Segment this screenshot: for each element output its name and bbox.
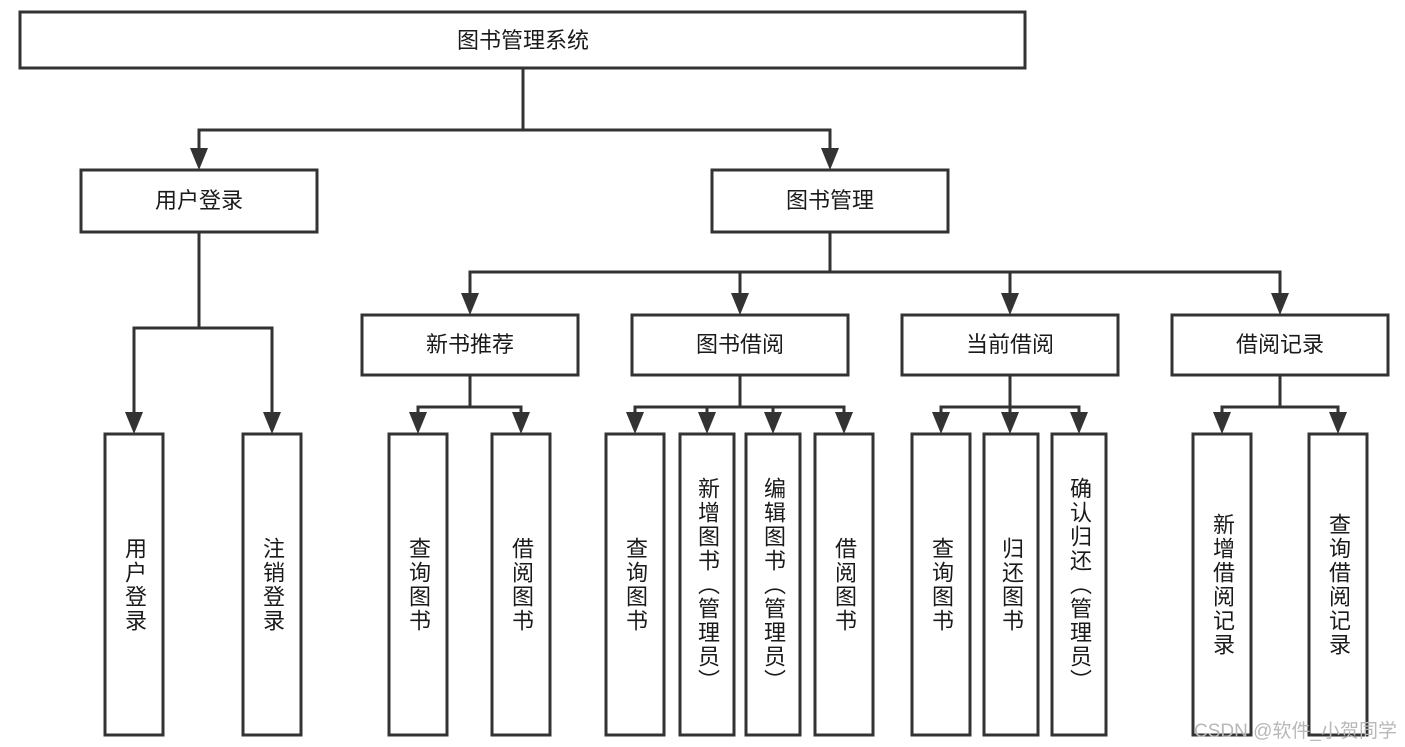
arrow-head-leaf-query-record	[1329, 412, 1347, 434]
leaf-confirm-return-label: 确认归还（管理员）	[1067, 476, 1092, 693]
node-user-login-box[interactable]	[79, 168, 319, 234]
node-current-borrow[interactable]: 当前借阅	[900, 313, 1120, 377]
leaf-borrow-book-2-box[interactable]	[813, 432, 875, 737]
leaf-add-record-box[interactable]	[1191, 432, 1253, 737]
node-user-login-label: 用户登录	[155, 188, 243, 213]
node-borrow-record-label: 借阅记录	[1236, 332, 1324, 357]
node-title-box[interactable]	[18, 10, 1027, 70]
node-new-book-recommend[interactable]: 新书推荐	[360, 313, 580, 377]
leaf-edit-book-label: 编辑图书（管理员）	[761, 476, 786, 693]
arrow-head-leaf-user-login	[125, 412, 143, 434]
leaf-add-book-box[interactable]	[678, 432, 736, 737]
node-new-book-recommend-label: 新书推荐	[426, 332, 514, 357]
node-book-management-box[interactable]	[710, 168, 950, 234]
leaf-user-login-box[interactable]	[103, 432, 165, 737]
node-borrow-record-box[interactable]	[1170, 313, 1390, 377]
arrow-head-user-login	[190, 148, 208, 170]
leaf-query-record-label: 查询借阅记录	[1326, 512, 1351, 657]
arrow-head-current-borrow	[1001, 293, 1019, 315]
leaf-query-book-1-box[interactable]	[387, 432, 449, 737]
leaf-user-login-label: 用户登录	[122, 536, 147, 633]
leaf-box-group	[103, 432, 1369, 737]
node-book-borrow[interactable]: 图书借阅	[630, 313, 850, 377]
leaf-edit-book-box[interactable]	[744, 432, 802, 737]
arrow-head-borrow-record	[1271, 293, 1289, 315]
arrow-head-leaf-logout	[263, 412, 281, 434]
node-book-borrow-label: 图书借阅	[696, 332, 784, 357]
leaf-return-book-box[interactable]	[982, 432, 1040, 737]
node-book-borrow-box[interactable]	[630, 313, 850, 377]
leaf-query-book-1-label: 查询图书	[406, 536, 431, 633]
arrow-head-leaf-query-book-2	[626, 412, 644, 434]
node-user-login[interactable]: 用户登录	[79, 168, 319, 234]
node-title[interactable]: 图书管理系统	[18, 10, 1027, 70]
arrow-head-leaf-query-book-3	[932, 412, 950, 434]
node-current-borrow-box[interactable]	[900, 313, 1120, 377]
leaf-borrow-book-2-label: 借阅图书	[832, 536, 857, 633]
node-borrow-record[interactable]: 借阅记录	[1170, 313, 1390, 377]
arrow-head-leaf-borrow-book-2	[835, 412, 853, 434]
arrow-head-leaf-return-book	[1001, 412, 1019, 434]
arrow-head-leaf-confirm-return	[1070, 412, 1088, 434]
arrow-head-leaf-borrow-book-1	[512, 412, 530, 434]
arrow-head-book-borrow	[731, 293, 749, 315]
leaf-logout-label: 注销登录	[260, 536, 285, 633]
arrow-head-leaf-add-record	[1213, 412, 1231, 434]
arrow-head-book-management	[821, 148, 839, 170]
leaf-query-book-2-box[interactable]	[604, 432, 666, 737]
leaf-logout-box[interactable]	[241, 432, 303, 737]
arrow-head-leaf-edit-book	[764, 412, 782, 434]
arrow-head-leaf-add-book	[698, 412, 716, 434]
watermark: CSDN @软件_小贺同学	[1194, 721, 1397, 742]
arrow-head-leaf-query-book-1	[409, 412, 427, 434]
leaf-query-record-box[interactable]	[1307, 432, 1369, 737]
leaf-borrow-book-1-box[interactable]	[490, 432, 552, 737]
node-book-management[interactable]: 图书管理	[710, 168, 950, 234]
node-new-book-recommend-box[interactable]	[360, 313, 580, 377]
leaf-query-book-2-label: 查询图书	[623, 536, 648, 633]
node-book-management-label: 图书管理	[786, 188, 874, 213]
leaf-return-book-label: 归还图书	[999, 536, 1024, 633]
leaf-borrow-book-1-label: 借阅图书	[509, 536, 534, 633]
leaf-add-book-label: 新增图书（管理员）	[695, 476, 720, 693]
leaf-query-book-3-label: 查询图书	[929, 536, 954, 633]
connector-group	[125, 66, 1347, 434]
node-current-borrow-label: 当前借阅	[966, 332, 1054, 357]
node-title-label: 图书管理系统	[457, 28, 589, 53]
leaf-query-book-3-box[interactable]	[910, 432, 972, 737]
arrow-head-new-book-recommend	[461, 293, 479, 315]
leaf-add-record-label: 新增借阅记录	[1210, 512, 1235, 657]
leaf-confirm-return-box[interactable]	[1050, 432, 1108, 737]
